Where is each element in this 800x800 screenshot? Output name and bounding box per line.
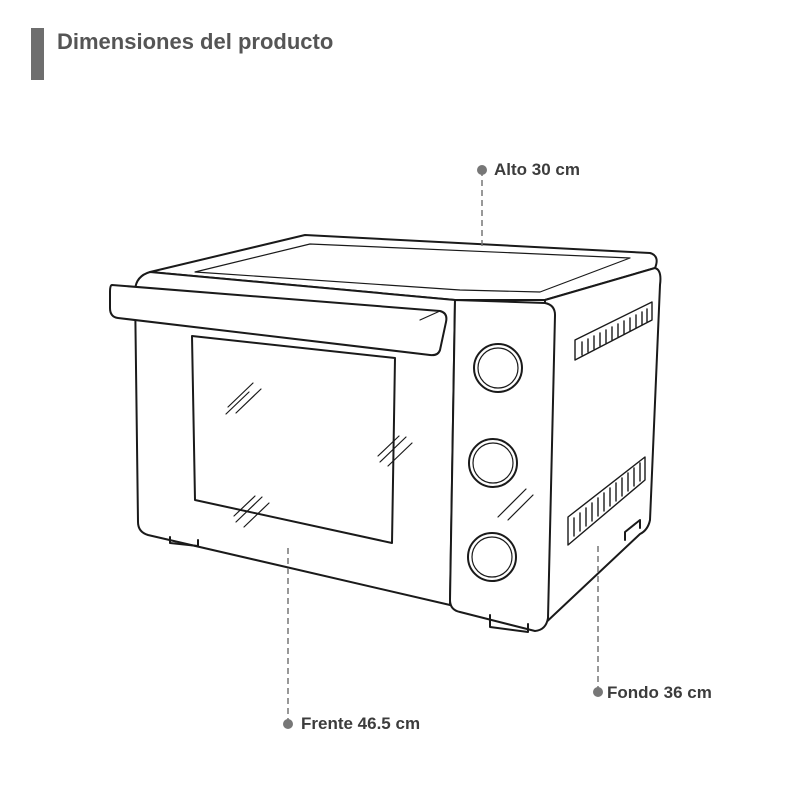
width-dimension-label: Frente 46.5 cm (301, 714, 421, 733)
glass-reflection (377, 435, 413, 467)
oven-foot (624, 519, 641, 541)
oven-foot (489, 614, 529, 633)
height-dimension-label: Alto 30 cm (494, 160, 580, 179)
knob-middle (468, 438, 518, 488)
page-title: Dimensiones del producto (57, 29, 334, 54)
title-accent-bar (31, 28, 44, 80)
door-handle (109, 284, 448, 357)
vent-grille-upper (574, 301, 653, 361)
oven-top-panel (194, 243, 631, 293)
glass-reflection (233, 495, 270, 528)
glass-reflection (497, 488, 534, 521)
glass-reflection (225, 382, 262, 415)
vent-grille-lower (567, 456, 646, 546)
knob-top (473, 343, 523, 393)
depth-leader-dot (593, 687, 603, 697)
knob-bottom (467, 532, 517, 582)
door-handle-edge (419, 310, 441, 321)
depth-dimension-label: Fondo 36 cm (607, 683, 712, 702)
oven-foot (169, 536, 199, 547)
control-panel-edge (544, 302, 556, 619)
width-leader-dot (283, 719, 293, 729)
door-window (191, 335, 396, 544)
height-leader-dot (477, 165, 487, 175)
